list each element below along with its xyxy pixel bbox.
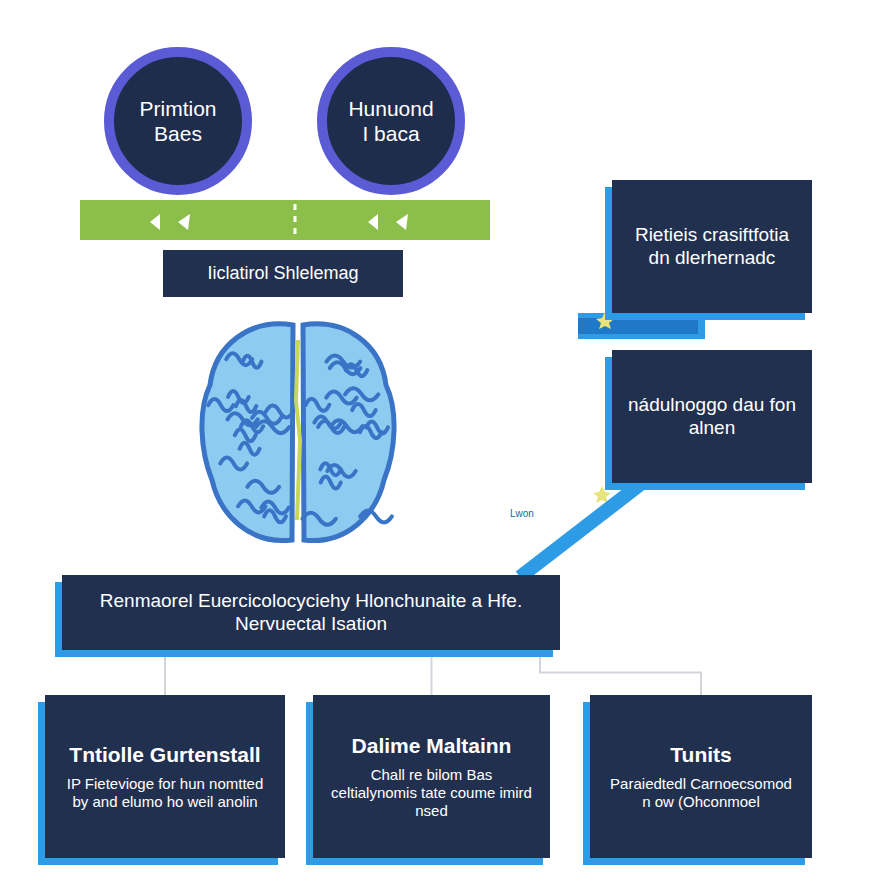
branch-line <box>431 650 433 695</box>
brain-fold <box>241 420 263 432</box>
node-label: Rietieis crasiftfotia dn dlerhernadc <box>626 224 798 270</box>
ledge-shade <box>578 318 698 334</box>
green-bar <box>80 200 490 240</box>
brain-fold <box>360 510 392 522</box>
circle-shape <box>322 52 460 190</box>
circle-outline <box>102 45 254 197</box>
brain-fold <box>243 356 262 368</box>
brain-fold <box>240 443 260 455</box>
brain-fold <box>326 392 357 404</box>
circle-outline <box>315 45 467 197</box>
ledge <box>578 313 705 339</box>
bar-divider <box>294 204 297 236</box>
summary-band: Renmaorel Euercicolocyciehy Hlonchunaite… <box>62 575 560 650</box>
topic-card: Tntiolle Gurtenstall IP Fietevioge for hu… <box>45 695 285 858</box>
ramp-label: Lwon <box>508 508 536 519</box>
brain-fold <box>220 457 247 469</box>
card-body: Chall re bilom Bas celtialynomis tate co… <box>327 766 536 820</box>
circle-shape <box>109 52 247 190</box>
card-body: IP Fietevioge for hun nomtted by and elu… <box>59 775 271 811</box>
brain-fold <box>252 412 281 424</box>
branch-line <box>540 650 701 695</box>
ramp-connector <box>520 483 642 577</box>
card-heading: Tntiolle Gurtenstall <box>69 742 260 767</box>
node-label: Iiclatirol Shlelemag <box>207 263 358 285</box>
brain-fold <box>238 500 265 512</box>
bar-arrows <box>150 214 408 230</box>
star-mark <box>596 312 614 329</box>
topic-circle: Hunuond I baca <box>315 45 467 197</box>
info-box: Rietieis crasiftfotia dn dlerhernadc <box>612 180 812 313</box>
brain-fold <box>236 400 256 412</box>
brain-fold <box>208 399 233 411</box>
topic-card: TunitsParaiedtedl Carnoecsomod n ow (Ohc… <box>590 695 812 858</box>
brain-fold <box>306 399 330 411</box>
node-label: Hunuond I baca <box>343 96 439 146</box>
topic-card: Dalime MaltainnChall re bilom Bas celtia… <box>313 695 550 858</box>
topic-circle: Primtion Baes <box>102 45 254 197</box>
brain-fold <box>331 420 362 432</box>
label-box: Iiclatirol Shlelemag <box>163 250 403 297</box>
node-label: Renmaorel Euercicolocyciehy Hlonchunaite… <box>76 590 546 636</box>
node-label: nádulnoggo dau fon alnen <box>626 394 798 440</box>
node-label: Primtion Baes <box>130 96 226 146</box>
brain-fold <box>302 513 336 525</box>
info-box: nádulnoggo dau fon alnen <box>612 350 812 483</box>
brain-fold <box>327 465 355 477</box>
brain-fold <box>345 388 378 400</box>
brain-fold <box>321 476 341 488</box>
card-heading: Dalime Maltainn <box>352 733 512 758</box>
card-heading: Tunits <box>670 742 731 767</box>
brain-fold <box>330 362 361 374</box>
brain-fold <box>264 510 286 522</box>
brain-illustration <box>202 324 394 541</box>
brain-fold <box>247 481 279 493</box>
brain-fold <box>352 404 376 416</box>
card-body: Paraiedtedl Carnoecsomod n ow (Ohconmoel <box>604 775 798 811</box>
branch-line <box>164 650 166 695</box>
brain-fold <box>266 406 293 418</box>
